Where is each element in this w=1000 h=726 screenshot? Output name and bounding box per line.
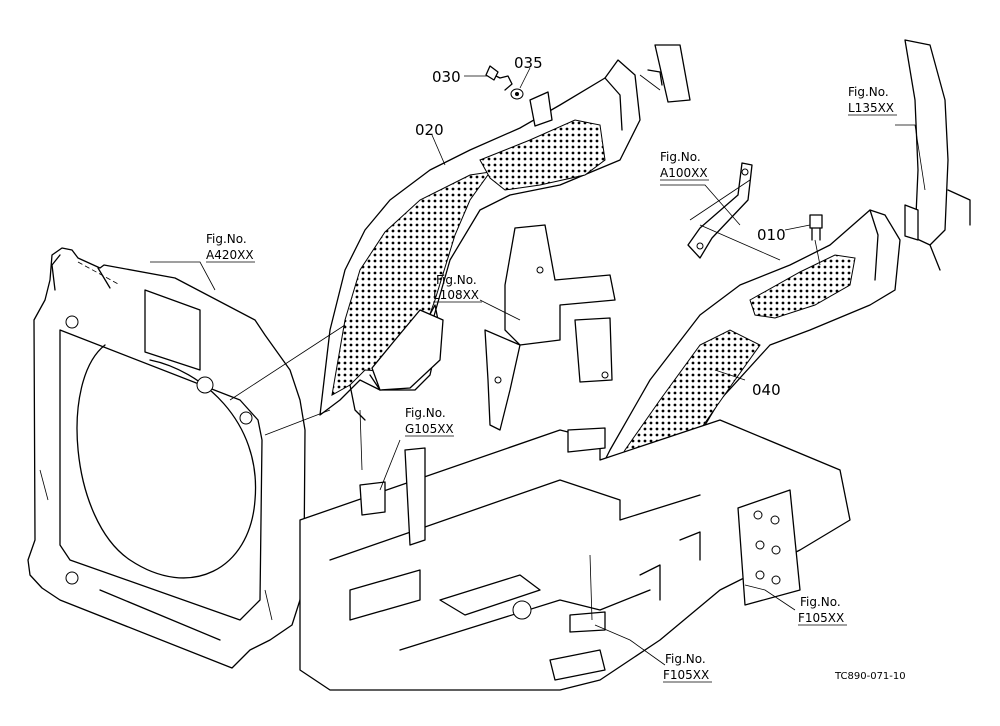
wing-bolt-030 [485,65,513,91]
label-underlines [206,114,897,683]
fig-ref-code: G105XX [405,422,454,436]
fig-ref-prefix: Fig.No. [405,406,446,420]
fig-ref-code: L135XX [848,101,894,115]
fig-ref-f105-bottom: Fig.No. F105XX [663,652,709,682]
fig-ref-f105-right: Fig.No. F105XX [798,595,844,625]
fig-ref-prefix: Fig.No. [436,273,477,287]
fig-ref-g105: Fig.No. G105XX [405,406,454,436]
fig-ref-a100: Fig.No. A100XX [660,150,708,180]
upright-l135 [904,39,971,271]
bracket-a100 [687,162,753,259]
bracket-020-top [529,91,553,127]
fig-ref-prefix: Fig.No. [660,150,701,164]
part-number-020: 020 [415,121,444,139]
washer-035 [510,88,524,100]
fig-ref-prefix: Fig.No. [800,595,841,609]
bracket-l108 [484,224,616,431]
part-number-035: 035 [514,54,543,72]
frame-chassis [299,419,851,691]
fig-ref-l108: Fig.No. L108XX [433,273,479,302]
fig-ref-code: L108XX [433,288,479,302]
fig-ref-code: A420XX [206,248,254,262]
fig-ref-code: F105XX [663,668,709,682]
fig-ref-l135: Fig.No. L135XX [848,85,894,115]
part-number-040: 040 [752,381,781,399]
drawing-code: TC890-071-10 [834,671,906,682]
part-number-010: 010 [757,226,786,244]
top-bracket [647,44,691,103]
radiator-shroud [27,247,306,669]
fig-ref-prefix: Fig.No. [206,232,247,246]
side-panel-lh [319,59,641,421]
assembly-lines [77,74,821,621]
fig-ref-a420: Fig.No. A420XX [206,232,254,262]
fig-ref-code: F105XX [798,611,844,625]
label-leaders [150,67,926,666]
fig-ref-prefix: Fig.No. [665,652,706,666]
fig-ref-code: A100XX [660,166,708,180]
fig-ref-prefix: Fig.No. [848,85,889,99]
part-number-030: 030 [432,68,461,86]
bolt-010 [809,214,823,241]
